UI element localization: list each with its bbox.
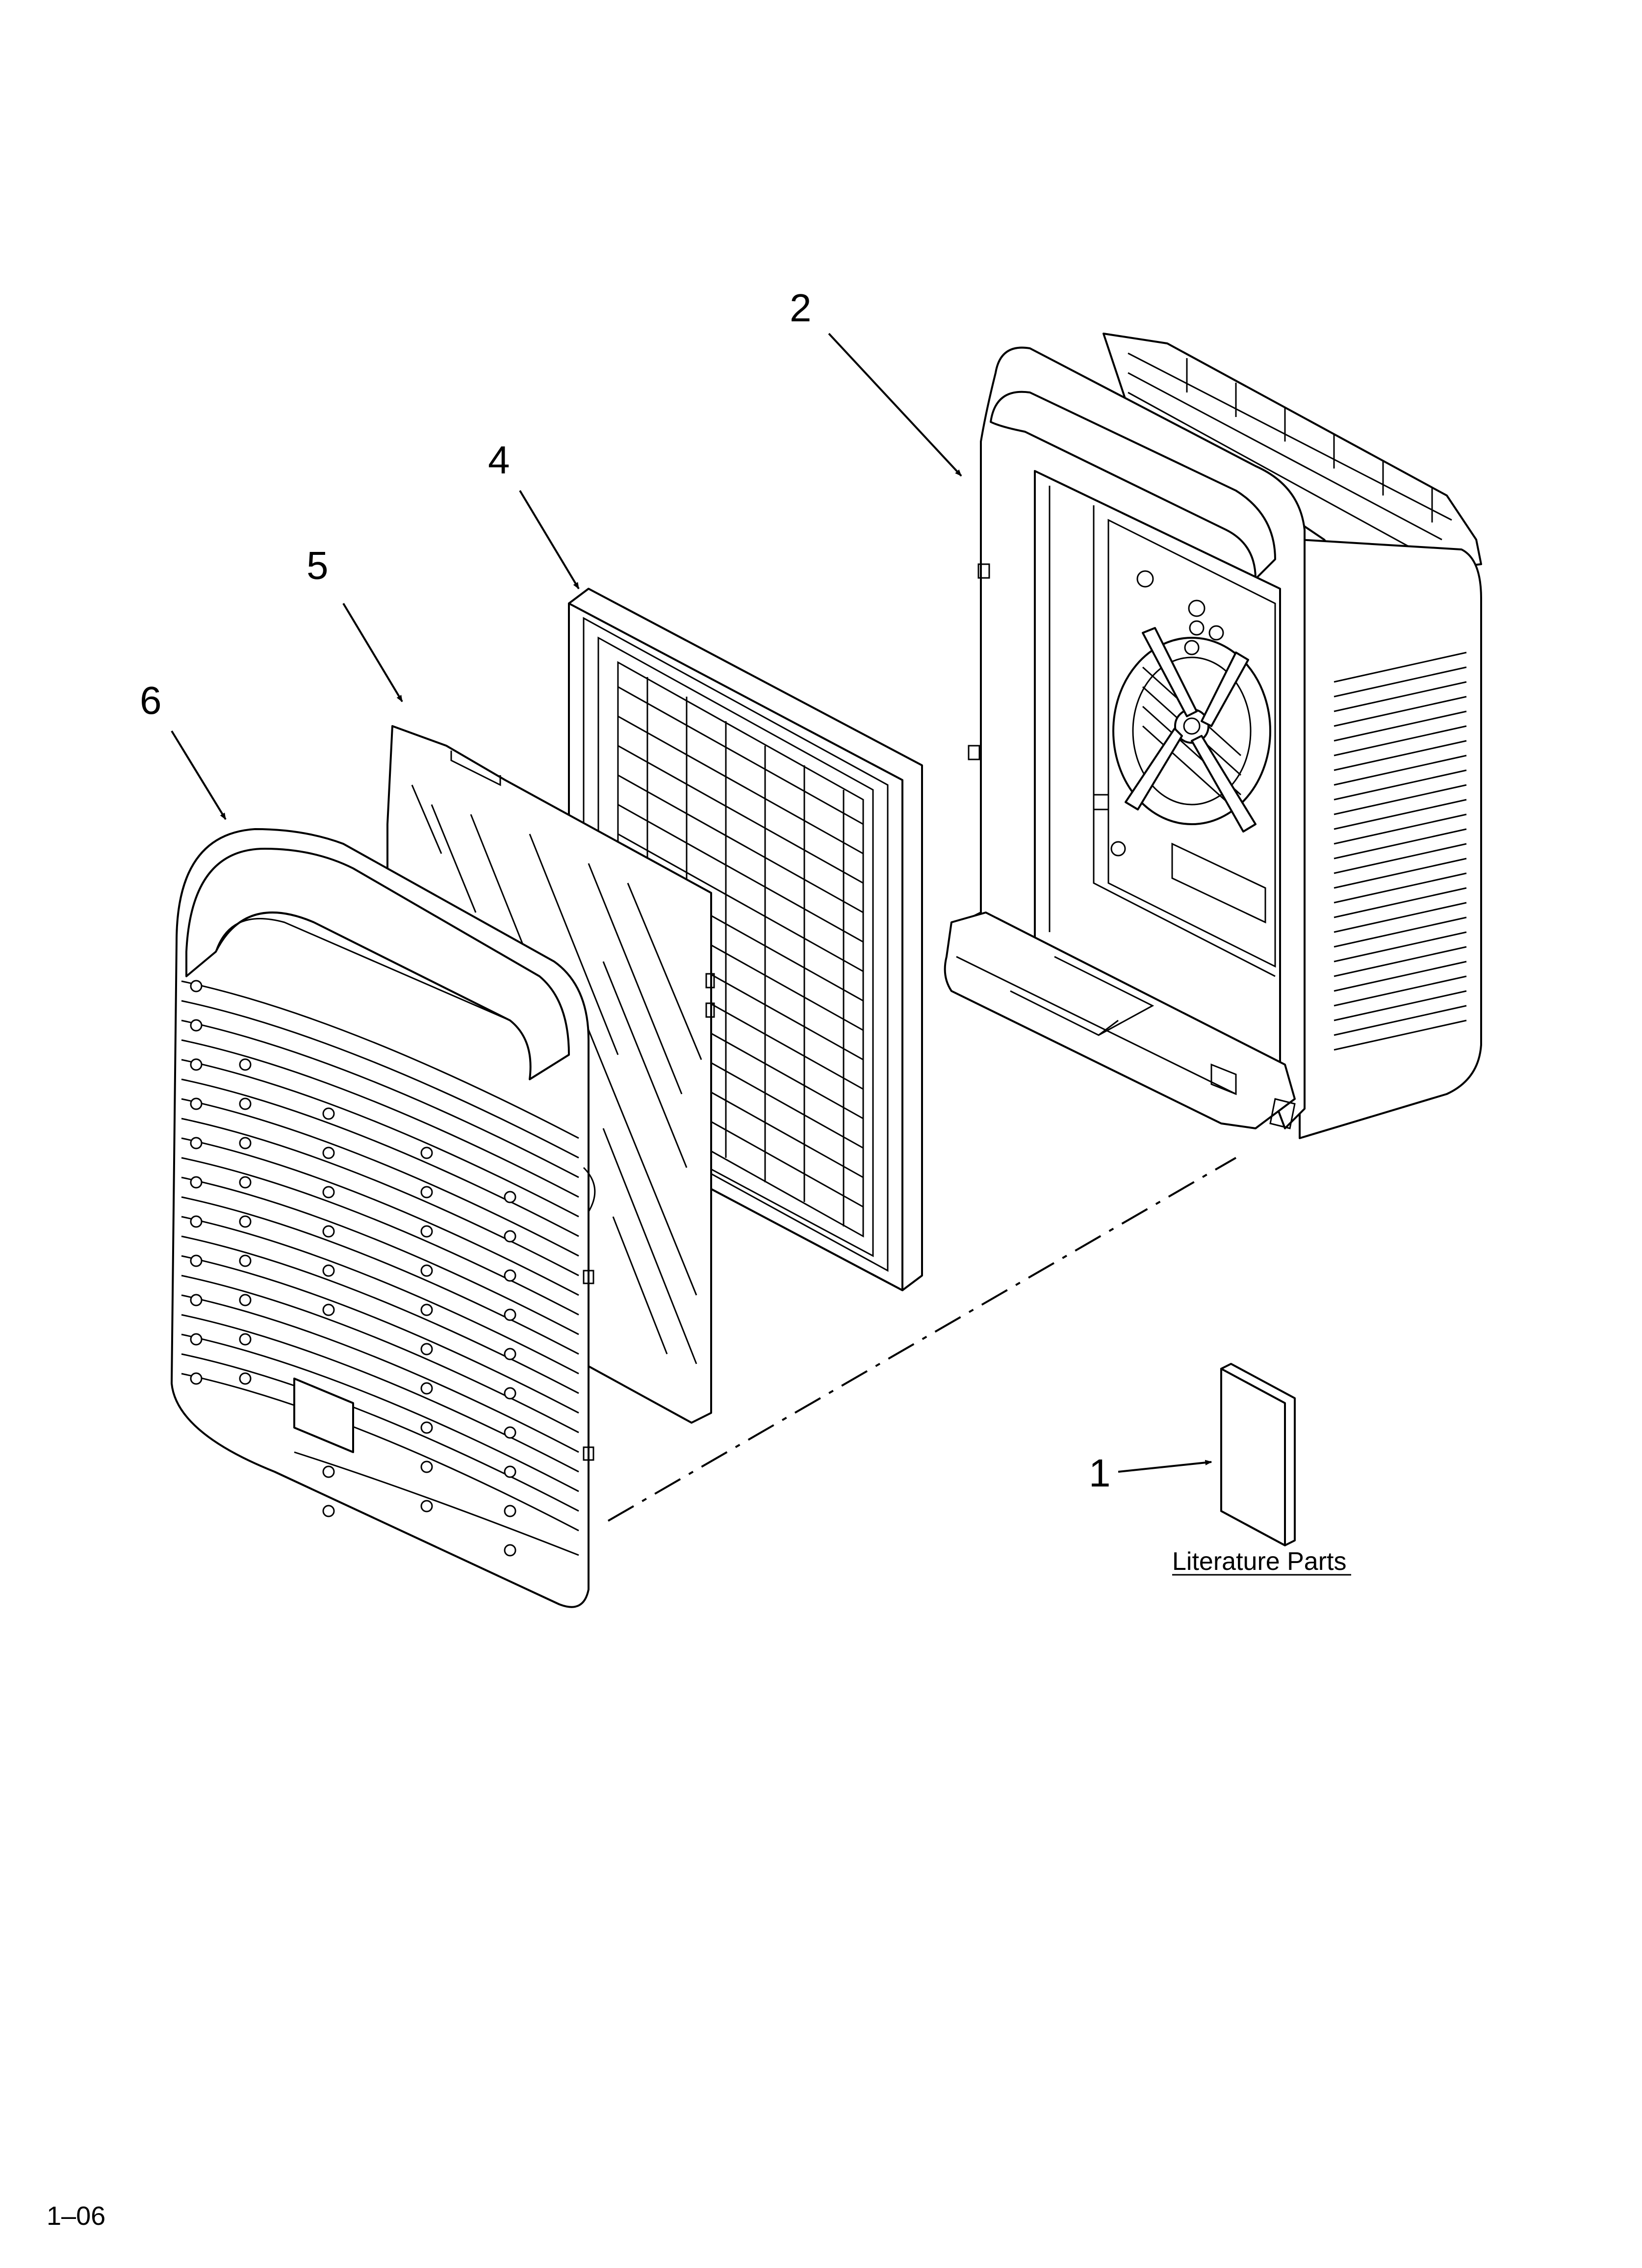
literature-part-1 [1220, 1363, 1296, 1546]
callout-leaders [171, 333, 1212, 1473]
callout-number-1: 1 [1089, 1451, 1111, 1495]
leader-part-2 [828, 333, 962, 477]
assembly-alignment-line [607, 1157, 1237, 1522]
callout-number-4: 4 [488, 438, 510, 482]
revision-code: 1–06 [47, 2201, 105, 2231]
leader-part-5 [342, 602, 403, 703]
callout-number-5: 5 [307, 544, 329, 587]
housing-part-2 [944, 333, 1482, 1139]
front-grille-part-6 [171, 828, 596, 1608]
leader-part-6 [171, 730, 227, 820]
callout-number-2: 2 [790, 286, 812, 330]
literature-parts-label: Literature Parts [1172, 1547, 1347, 1576]
callout-number-6: 6 [140, 678, 162, 722]
leader-part-1 [1118, 1460, 1212, 1473]
leader-part-4 [519, 490, 580, 590]
